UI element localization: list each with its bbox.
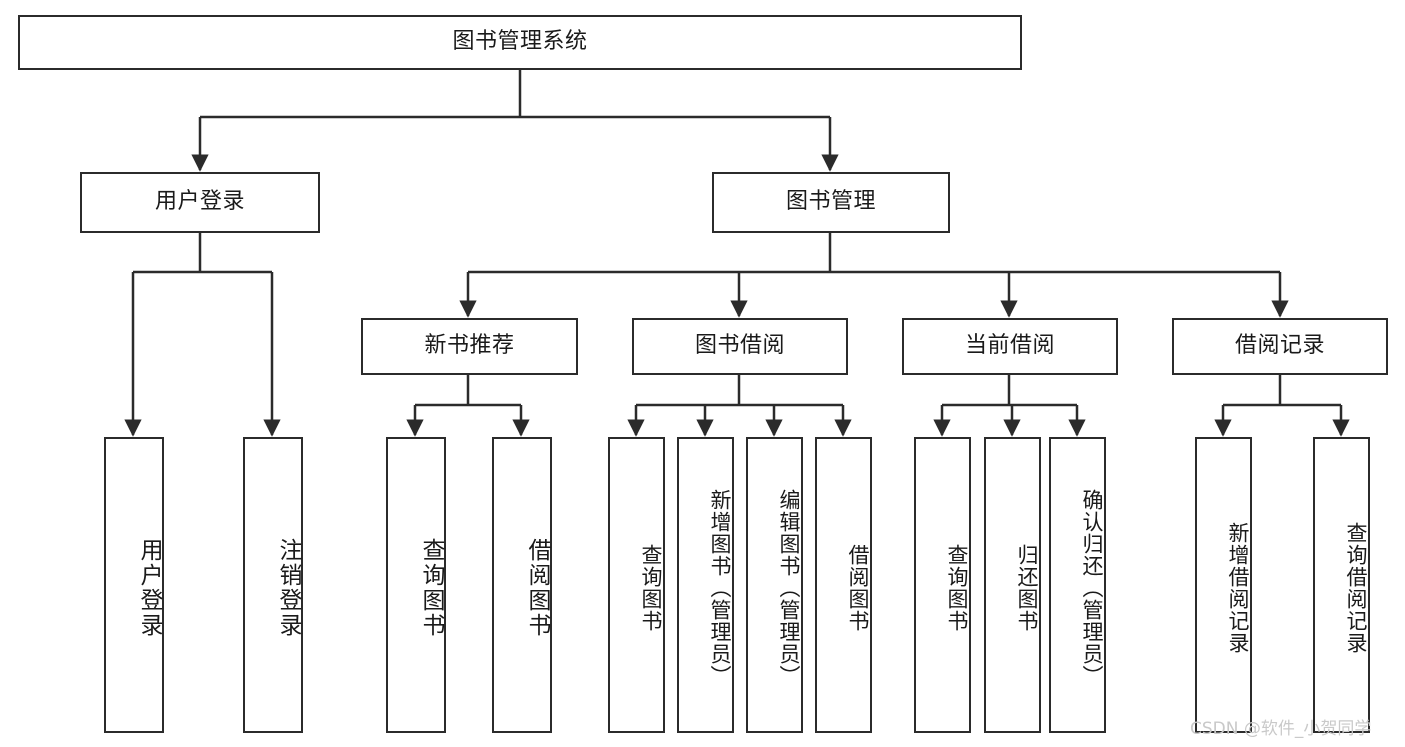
node-label: 归还图书 — [1015, 544, 1039, 632]
node-label: 新增图书（管理员） — [708, 489, 732, 687]
node-label: 注销登录 — [275, 538, 301, 638]
node-leaf-query-record[interactable]: 查询借阅记录 — [1313, 437, 1370, 733]
node-label: 新增借阅记录 — [1226, 522, 1250, 654]
node-leaf-query-book-1[interactable]: 查询图书 — [386, 437, 446, 733]
node-label: 借阅记录 — [1234, 333, 1325, 359]
node-label: 用户登录 — [154, 189, 245, 215]
node-label: 查询图书 — [418, 538, 444, 638]
node-label: 借阅图书 — [846, 544, 870, 632]
node-label: 确认归还（管理员） — [1080, 489, 1104, 687]
node-label: 图书借阅 — [694, 333, 785, 359]
node-leaf-add-book[interactable]: 新增图书（管理员） — [677, 437, 734, 733]
node-leaf-query-book-2[interactable]: 查询图书 — [608, 437, 665, 733]
node-borrow-record[interactable]: 借阅记录 — [1172, 318, 1388, 375]
node-leaf-borrow-book-1[interactable]: 借阅图书 — [492, 437, 552, 733]
node-user-login[interactable]: 用户登录 — [80, 172, 320, 233]
node-label: 新书推荐 — [424, 333, 515, 359]
node-label: 查询图书 — [945, 544, 969, 632]
node-root-book-management-system[interactable]: 图书管理系统 — [18, 15, 1022, 70]
node-book-borrow[interactable]: 图书借阅 — [632, 318, 848, 375]
node-leaf-return-book[interactable]: 归还图书 — [984, 437, 1041, 733]
node-label: 借阅图书 — [524, 538, 550, 638]
node-label: 查询借阅记录 — [1344, 522, 1368, 654]
node-current-borrow[interactable]: 当前借阅 — [902, 318, 1118, 375]
node-label: 查询图书 — [639, 544, 663, 632]
node-label: 当前借阅 — [964, 333, 1055, 359]
node-leaf-logout-login[interactable]: 注销登录 — [243, 437, 303, 733]
node-leaf-confirm-return[interactable]: 确认归还（管理员） — [1049, 437, 1106, 733]
node-leaf-user-login[interactable]: 用户登录 — [104, 437, 164, 733]
node-label: 用户登录 — [136, 538, 162, 638]
node-label: 图书管理系统 — [452, 29, 588, 55]
node-new-book-recommend[interactable]: 新书推荐 — [361, 318, 578, 375]
node-leaf-edit-book[interactable]: 编辑图书（管理员） — [746, 437, 803, 733]
csdn-watermark: CSDN @软件_小贺同学 — [1190, 719, 1372, 739]
node-leaf-add-record[interactable]: 新增借阅记录 — [1195, 437, 1252, 733]
node-label: 编辑图书（管理员） — [777, 489, 801, 687]
node-label: 图书管理 — [785, 189, 876, 215]
node-leaf-borrow-book-2[interactable]: 借阅图书 — [815, 437, 872, 733]
node-leaf-query-book-3[interactable]: 查询图书 — [914, 437, 971, 733]
node-book-management[interactable]: 图书管理 — [712, 172, 950, 233]
